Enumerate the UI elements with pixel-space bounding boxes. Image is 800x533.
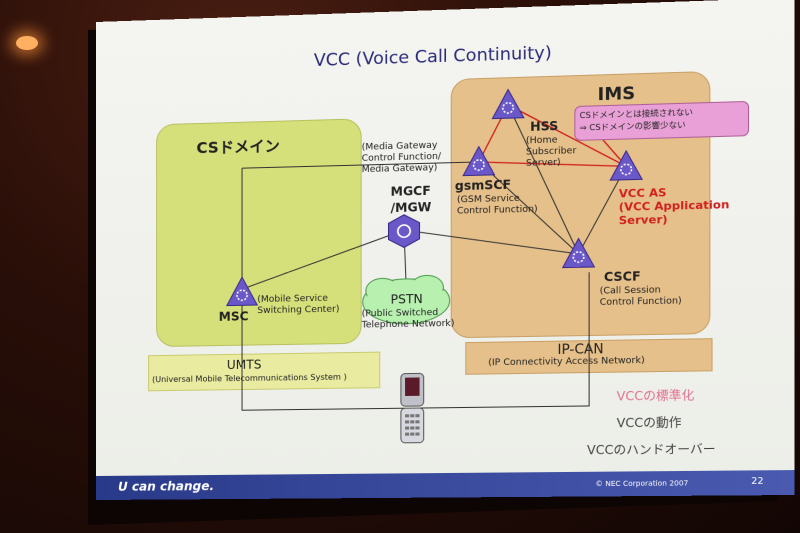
vccas-line-3: Server) <box>618 212 668 228</box>
gsmscf-desc-line-2: Control Function) <box>456 204 538 217</box>
msc-desc-line-2: Switching Center) <box>257 304 340 317</box>
mgcf-cscf-line <box>404 226 579 257</box>
msc-description: (Mobile Service Switching Center) <box>257 293 339 317</box>
msc-label: MSC <box>218 309 249 324</box>
footer-copyright: © NEC Corporation 2007 <box>595 479 689 489</box>
hss-desc-line-3: Server) <box>525 157 561 169</box>
msc-gsmscf-line <box>242 162 479 168</box>
cscf-desc-line-2: Control Function) <box>599 296 682 309</box>
ims-note-callout: CSドメインとは接続されない ⇒ CSドメインの影響少ない <box>574 100 750 141</box>
mgcf-node-icon <box>389 214 420 247</box>
menu-item-operation: VCCの動作 <box>616 415 682 431</box>
mgcf-label-1: MGCF <box>390 183 431 199</box>
vccas-line-2: (VCC Application <box>618 197 730 214</box>
mgcf-description: (Media Gateway Control Function/ Media G… <box>362 141 441 177</box>
cscf-label: CSCF <box>603 269 641 285</box>
gsmscf-description: (GSM Service Control Function) <box>457 193 538 217</box>
pstn-cloud-icon <box>363 275 450 324</box>
msc-node-icon <box>227 277 257 306</box>
gsmscf-node-icon <box>463 146 494 175</box>
menu-item-standardization: VCCの標準化 <box>616 388 695 404</box>
vccas-node-icon <box>610 150 642 180</box>
hss-desc-line-2: Subscriber <box>525 146 577 158</box>
cscf-description: (Call Session Control Function) <box>600 285 682 309</box>
hss-label: HSS <box>530 118 559 134</box>
pstn-description: (Public Switched Telephone Network) <box>362 308 455 332</box>
diagram-links <box>96 0 794 500</box>
slide: VCC (Voice Call Continuity) CSドメイン IMS U… <box>96 0 795 501</box>
ceiling-lamp <box>16 36 38 50</box>
mgcf-label-2: /MGW <box>390 199 432 216</box>
menu-item-handover: VCCのハンドオーバー <box>586 441 716 458</box>
pstn-label: PSTN <box>390 291 423 307</box>
footer-slogan: U can change. <box>117 479 215 494</box>
mobile-phone-icon <box>401 373 424 443</box>
slide-footer: U can change. © NEC Corporation 2007 22 <box>96 470 795 500</box>
gsmscf-label: gsmSCF <box>454 177 512 194</box>
mgcf-desc-line-3: Media Gateway) <box>361 163 438 176</box>
pstn-desc-line-2: Telephone Network) <box>361 318 455 331</box>
page-number: 22 <box>751 476 764 488</box>
hss-description: (Home Subscriber Server) <box>526 135 576 170</box>
vccas-label: VCC AS (VCC Application Server) <box>619 184 730 227</box>
hss-node-icon <box>492 89 523 119</box>
